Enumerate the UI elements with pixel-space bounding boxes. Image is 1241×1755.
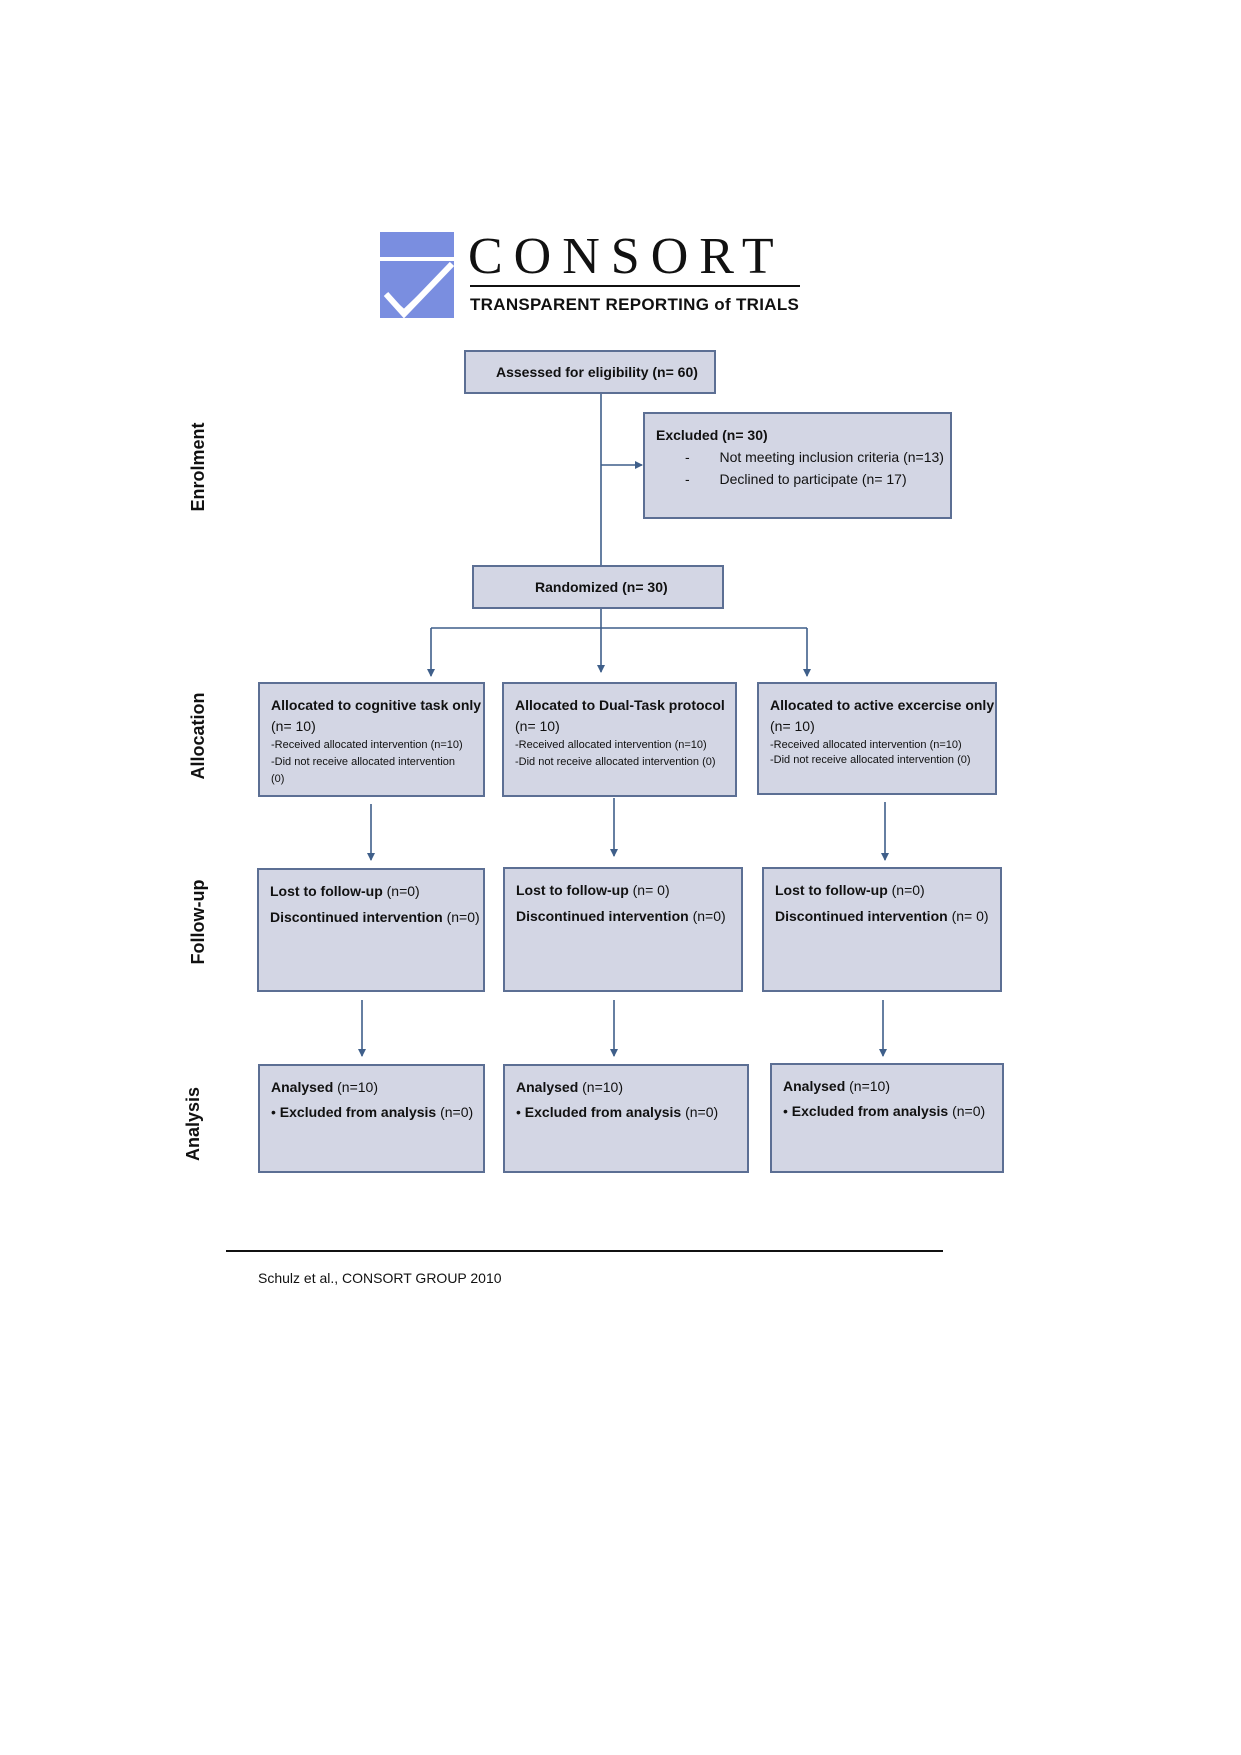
analysis-analysed-label: Analysed bbox=[271, 1079, 334, 1095]
allocation-received: -Received allocated intervention (n=10) bbox=[515, 739, 707, 751]
randomized-box: Randomized (n= 30) bbox=[472, 565, 724, 609]
excluded-item-1: - Not meeting inclusion criteria (n=13) bbox=[685, 449, 944, 465]
allocation-count: (n= 10) bbox=[271, 718, 316, 734]
analysis-box-arm-1: Analysed (n=10) • Excluded from analysis… bbox=[258, 1064, 485, 1173]
allocation-not-received-count: (0) bbox=[271, 773, 285, 785]
followup-lost-label: Lost to follow-up bbox=[270, 883, 383, 899]
assessed-box: Assessed for eligibility (n= 60) bbox=[464, 350, 716, 394]
logo-subtitle: TRANSPARENT REPORTING of TRIALS bbox=[470, 295, 800, 314]
followup-discontinued-label: Discontinued intervention bbox=[516, 908, 689, 924]
followup-discontinued-label: Discontinued intervention bbox=[270, 909, 443, 925]
excluded-count: (n= 30) bbox=[722, 427, 768, 443]
followup-discontinued-count: (n= 0) bbox=[951, 908, 989, 924]
analysis-excluded-label: Excluded from analysis bbox=[279, 1104, 437, 1120]
allocation-title: Allocated to Dual-Task protocol bbox=[515, 697, 725, 713]
excluded-box: Excluded (n= 30) - Not meeting inclusion… bbox=[643, 412, 952, 519]
analysis-excluded-label: Excluded from analysis bbox=[524, 1104, 682, 1120]
analysis-analysed-count: (n=10) bbox=[337, 1079, 378, 1095]
analysis-analysed-count: (n=10) bbox=[849, 1078, 890, 1094]
logo-title: CONSORT bbox=[468, 228, 785, 285]
allocation-count: (n= 10) bbox=[515, 718, 560, 734]
allocation-not-received: -Did not receive allocated intervention … bbox=[515, 756, 716, 768]
footer-rule bbox=[226, 1250, 943, 1252]
allocation-box-arm-2: Allocated to Dual-Task protocol (n= 10) … bbox=[502, 682, 737, 797]
followup-box-arm-3: Lost to follow-up (n=0) Discontinued int… bbox=[762, 867, 1002, 992]
bullet-icon: • bbox=[271, 1104, 276, 1120]
followup-box-arm-2: Lost to follow-up (n= 0) Discontinued in… bbox=[503, 867, 743, 992]
analysis-analysed-label: Analysed bbox=[783, 1078, 846, 1094]
bullet-icon: • bbox=[783, 1103, 788, 1119]
allocation-title: Allocated to active excercise only bbox=[770, 697, 995, 713]
excluded-item-dash: - bbox=[685, 471, 690, 487]
followup-discontinued-count: (n=0) bbox=[446, 909, 480, 925]
analysis-excluded-label: Excluded from analysis bbox=[791, 1103, 949, 1119]
allocation-not-received: -Did not receive allocated intervention … bbox=[770, 754, 971, 766]
analysis-excluded-count: (n=0) bbox=[952, 1103, 986, 1119]
followup-discontinued-count: (n=0) bbox=[692, 908, 726, 924]
consort-logo: CONSORT TRANSPARENT REPORTING of TRIALS bbox=[380, 228, 800, 322]
assessed-label: Assessed for eligibility bbox=[496, 364, 649, 380]
analysis-box-arm-3: Analysed (n=10) • Excluded from analysis… bbox=[770, 1063, 1004, 1173]
footer-citation: Schulz et al., CONSORT GROUP 2010 bbox=[258, 1270, 502, 1286]
followup-discontinued-label: Discontinued intervention bbox=[775, 908, 948, 924]
allocation-box-arm-1: Allocated to cognitive task only (n= 10)… bbox=[258, 682, 485, 797]
excluded-item-2: - Declined to participate (n= 17) bbox=[685, 471, 907, 487]
allocation-count: (n= 10) bbox=[770, 718, 815, 734]
followup-lost-count: (n=0) bbox=[386, 883, 420, 899]
allocation-title: Allocated to cognitive task only bbox=[271, 697, 482, 713]
analysis-box-arm-2: Analysed (n=10) • Excluded from analysis… bbox=[503, 1064, 749, 1173]
randomized-count: (n= 30) bbox=[622, 579, 668, 595]
randomized-label: Randomized bbox=[535, 579, 619, 595]
consort-logo-mark bbox=[380, 232, 454, 318]
excluded-item-dash: - bbox=[685, 449, 690, 465]
analysis-analysed-count: (n=10) bbox=[582, 1079, 623, 1095]
allocation-received: -Received allocated intervention (n=10) bbox=[770, 739, 962, 751]
analysis-analysed-label: Analysed bbox=[516, 1079, 579, 1095]
allocation-box-arm-3: Allocated to active excercise only (n= 1… bbox=[757, 682, 997, 795]
allocation-received: -Received allocated intervention (n=10) bbox=[271, 739, 463, 751]
followup-box-arm-1: Lost to follow-up (n=0) Discontinued int… bbox=[257, 868, 485, 992]
bullet-icon: • bbox=[516, 1104, 521, 1120]
analysis-excluded-count: (n=0) bbox=[685, 1104, 719, 1120]
followup-lost-label: Lost to follow-up bbox=[775, 882, 888, 898]
assessed-count: (n= 60) bbox=[652, 364, 698, 380]
followup-lost-label: Lost to follow-up bbox=[516, 882, 629, 898]
excluded-label: Excluded bbox=[656, 427, 719, 443]
followup-lost-count: (n=0) bbox=[891, 882, 925, 898]
followup-lost-count: (n= 0) bbox=[632, 882, 670, 898]
allocation-not-received: -Did not receive allocated intervention bbox=[271, 756, 456, 768]
logo-divider bbox=[470, 285, 800, 287]
analysis-excluded-count: (n=0) bbox=[440, 1104, 474, 1120]
